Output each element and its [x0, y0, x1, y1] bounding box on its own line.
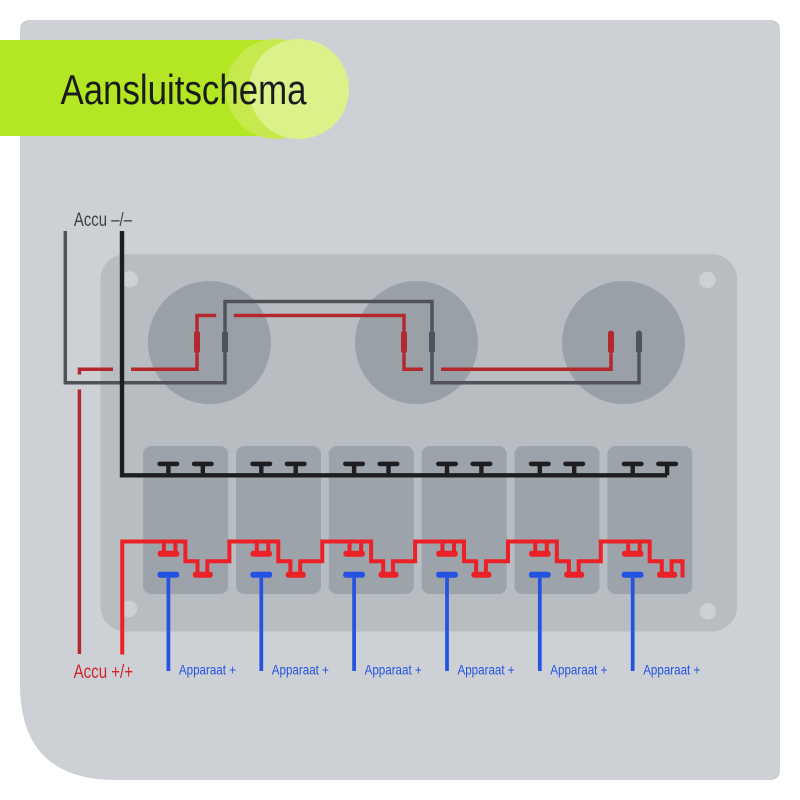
svg-text:Apparaat +: Apparaat + [458, 663, 515, 678]
svg-text:Accu +/+: Accu +/+ [74, 660, 133, 682]
svg-text:Aansluitschema: Aansluitschema [61, 67, 308, 114]
svg-text:Apparaat +: Apparaat + [272, 663, 329, 678]
svg-text:Apparaat +: Apparaat + [550, 663, 607, 678]
svg-text:Apparaat +: Apparaat + [643, 663, 700, 678]
svg-text:Apparaat +: Apparaat + [179, 663, 236, 678]
svg-text:Apparaat +: Apparaat + [365, 663, 422, 678]
svg-text:Accu –/–: Accu –/– [74, 208, 132, 230]
